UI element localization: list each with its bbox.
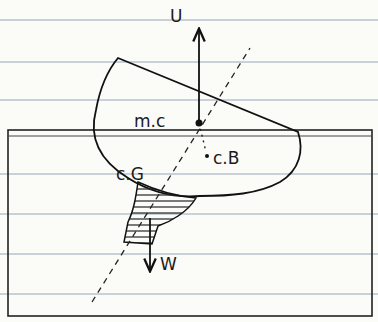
buoyancy-dot — [205, 154, 209, 158]
floating-body — [94, 58, 301, 196]
metacentric-height — [199, 123, 206, 152]
force-label: U — [170, 8, 182, 25]
weight-arrow — [149, 218, 151, 270]
tilted-axis — [92, 48, 250, 302]
water-tank — [8, 130, 372, 316]
water-surface — [8, 136, 372, 137]
point-label: c.B — [213, 150, 239, 167]
ballast-weight — [124, 182, 196, 244]
point-label: m.c — [134, 113, 165, 130]
metacentre-dot — [196, 120, 203, 127]
paper-lines — [0, 20, 378, 294]
upthrust-arrow — [198, 30, 200, 120]
force-label: W — [160, 256, 177, 273]
point-label: c.G — [116, 166, 144, 183]
